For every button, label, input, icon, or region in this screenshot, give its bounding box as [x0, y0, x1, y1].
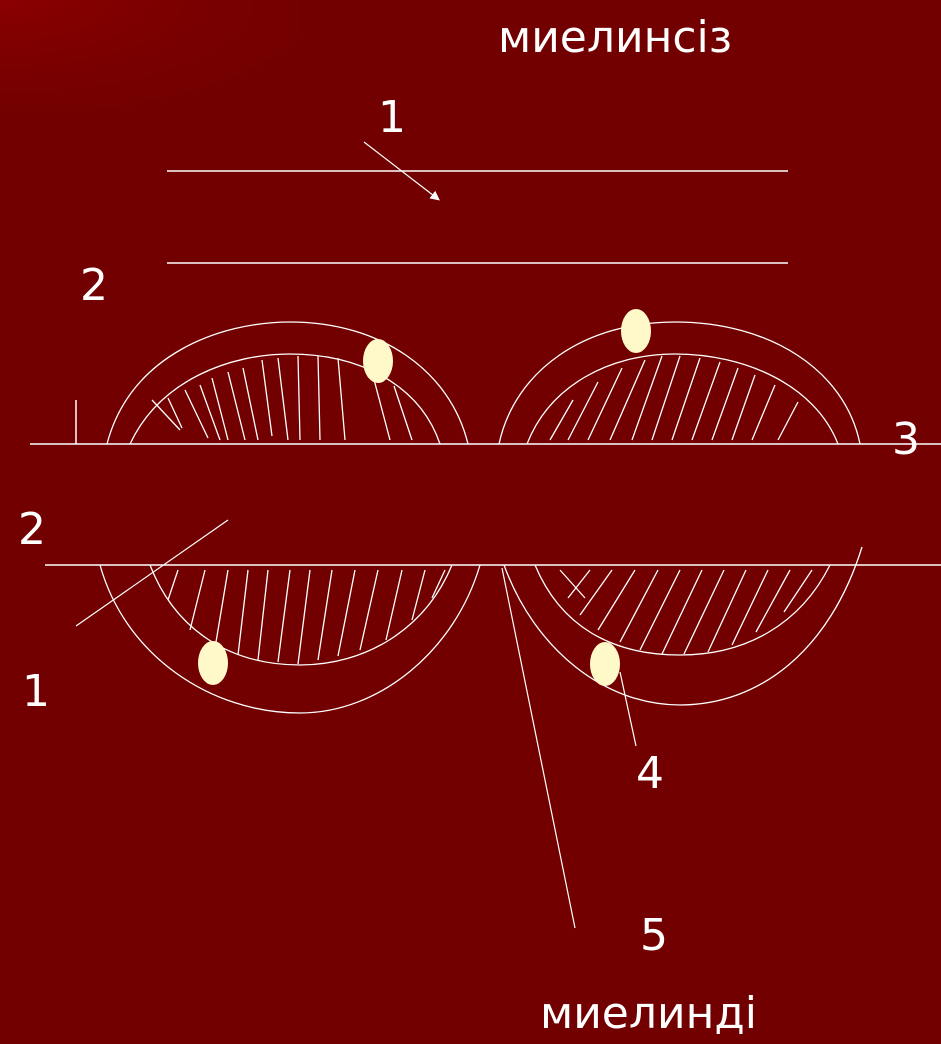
schwann-outer-arc: [100, 565, 480, 713]
nucleus-upper-right: [621, 309, 651, 353]
schwann-outer-arc: [504, 547, 862, 705]
nucleus-lower-left: [198, 641, 228, 685]
myelin-segment-lower-left: [100, 565, 480, 713]
label-1-bottom: 1: [22, 670, 50, 714]
myelinated-title: миелинді: [540, 992, 757, 1036]
pointer-lines: [76, 520, 636, 928]
unmyelinated-title: миелинсіз: [498, 16, 732, 60]
myelin-hatching: [550, 356, 798, 440]
nucleus-lower-right: [590, 642, 620, 686]
label-4: 4: [636, 752, 664, 796]
myelin-segment-lower-right: [504, 547, 862, 705]
myelinated-axon: [30, 400, 941, 565]
label-5: 5: [640, 914, 668, 958]
label-2-mid: 2: [18, 508, 46, 552]
myelin-segment-upper-right: [499, 322, 860, 444]
schwann-outer-arc: [107, 322, 468, 444]
myelin-segment-upper-left: [107, 322, 468, 444]
label-2-top: 2: [80, 264, 108, 308]
myelin-inner-arc: [527, 354, 838, 444]
nucleus-upper-left: [363, 339, 393, 383]
myelin-inner-arc: [130, 354, 440, 444]
pointer-label-5: [502, 568, 575, 928]
label-1-top: 1: [378, 96, 406, 140]
schwann-outer-arc: [499, 322, 860, 444]
schwann-nuclei: [198, 309, 651, 686]
label-3: 3: [892, 418, 920, 462]
pointer-label-1-bottom: [76, 520, 228, 626]
myelin-inner-arc: [150, 565, 452, 665]
pointer-label-4: [620, 672, 636, 746]
unmyelinated-fiber: [167, 142, 788, 263]
myelin-hatching: [560, 570, 812, 654]
